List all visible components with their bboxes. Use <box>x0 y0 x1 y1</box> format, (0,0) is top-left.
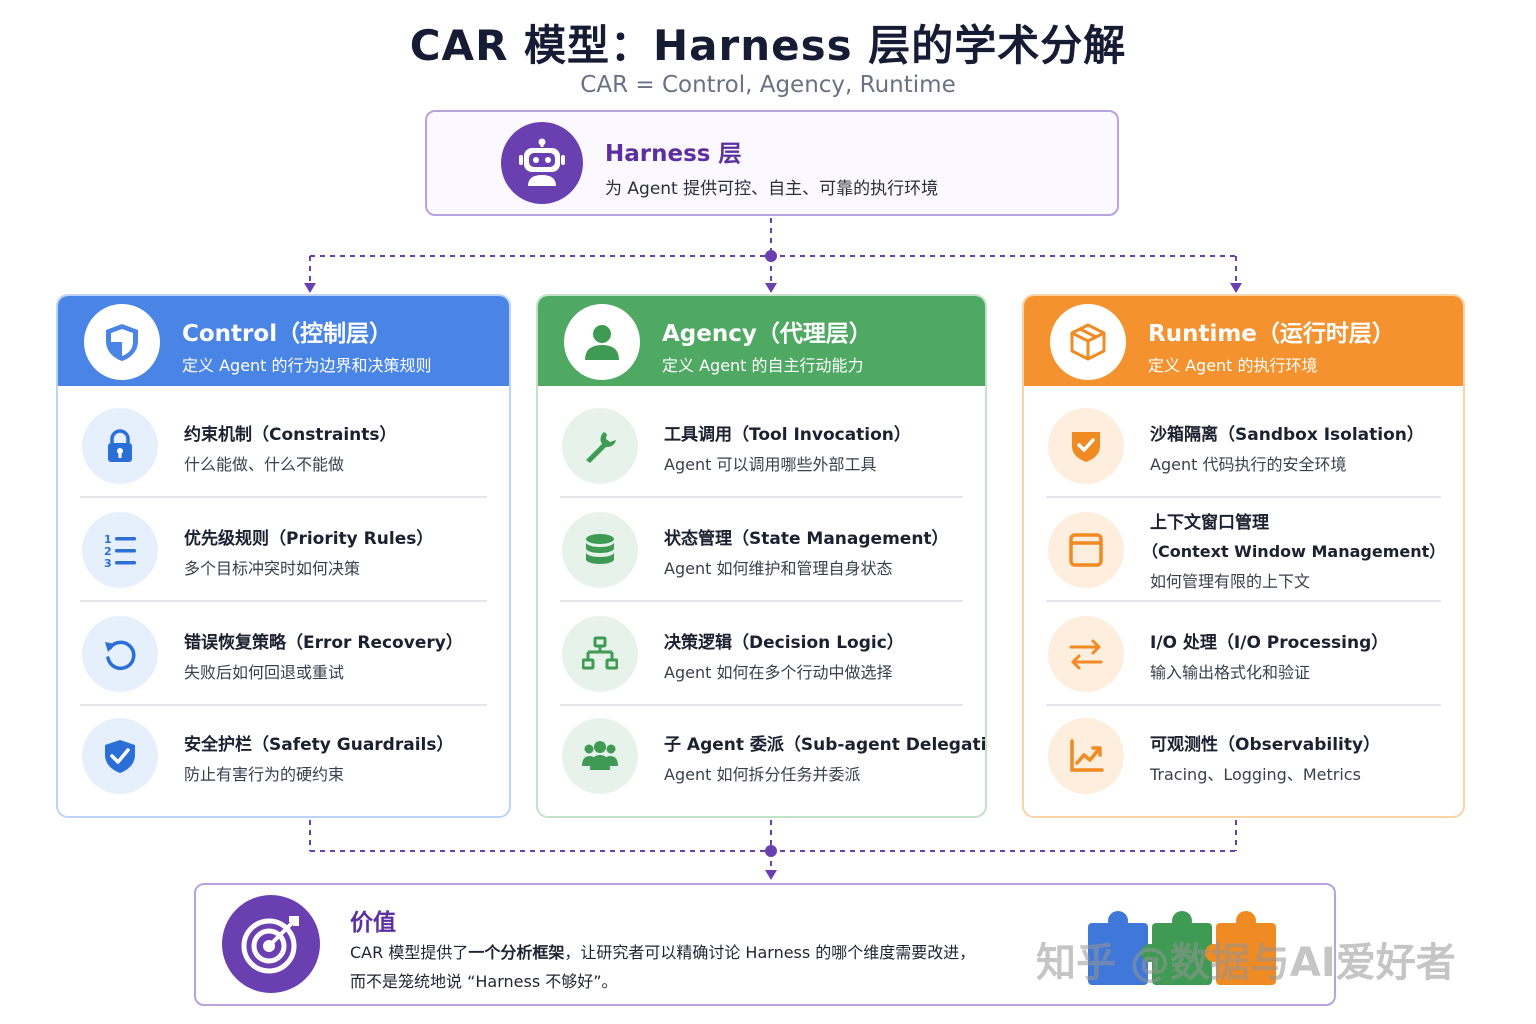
item-title: 优先级规则（Priority Rules） <box>184 529 434 549</box>
database-icon <box>562 512 638 588</box>
harness-layer-description: 为 Agent 提供可控、自主、可靠的执行环境 <box>605 179 939 199</box>
agency-layer-title: Agency（代理层） <box>662 321 872 347</box>
robot-icon <box>501 122 583 204</box>
chart-icon <box>1048 718 1124 794</box>
item-title: 沙箱隔离（Sandbox Isolation） <box>1150 425 1424 445</box>
value-text-line-2: 而不是笼统地说 “Harness 不够好”。 <box>350 972 618 991</box>
item-description: 防止有害行为的硬约束 <box>184 765 345 784</box>
agency-layer-header: Agency（代理层） 定义 Agent 的自主行动能力 <box>538 296 985 386</box>
list-item: 上下文窗口管理 （Context Window Management） 如何管理… <box>1046 498 1445 602</box>
item-title: 错误恢复策略（Error Recovery） <box>184 633 463 653</box>
list-item: 约束机制（Constraints） 什么能做、什么不能做 <box>80 394 487 498</box>
item-description: 输入输出格式化和验证 <box>1150 663 1311 682</box>
list-item: 1 2 3 优先级规则（Priority Rules） 多个目标冲突时如何决策 <box>80 498 487 602</box>
list-item: 沙箱隔离（Sandbox Isolation） Agent 代码执行的安全环境 <box>1046 394 1441 498</box>
list-item: 错误恢复策略（Error Recovery） 失败后如何回退或重试 <box>80 602 487 706</box>
harness-layer-card: Harness 层 为 Agent 提供可控、自主、可靠的执行环境 <box>425 110 1119 216</box>
arrows-icon <box>1048 616 1124 692</box>
list-item: 可观测性（Observability） Tracing、Logging、Metr… <box>1046 706 1441 810</box>
control-layer-header: Control（控制层） 定义 Agent 的行为边界和决策规则 <box>58 296 509 386</box>
list-item: 工具调用（Tool Invocation） Agent 可以调用哪些外部工具 <box>560 394 963 498</box>
item-title: 子 Agent 委派（Sub-agent Delegation） <box>664 735 987 755</box>
watermark: 知乎 @数据与AI爱好者 <box>1036 940 1456 986</box>
lock-icon <box>82 408 158 484</box>
harness-layer-title: Harness 层 <box>605 141 742 167</box>
runtime-layer-column: Runtime（运行时层） 定义 Agent 的执行环境 沙箱隔离（Sandbo… <box>1022 294 1465 818</box>
item-description: Agent 可以调用哪些外部工具 <box>664 455 877 474</box>
item-title: 安全护栏（Safety Guardrails） <box>184 735 454 755</box>
item-title: 状态管理（State Management） <box>664 529 949 549</box>
item-title: I/O 处理（I/O Processing） <box>1150 633 1389 653</box>
window-icon <box>1048 512 1124 588</box>
list-item: 子 Agent 委派（Sub-agent Delegation） Agent 如… <box>560 706 985 810</box>
list-item: 决策逻辑（Decision Logic） Agent 如何在多个行动中做选择 <box>560 602 963 706</box>
user-icon <box>564 304 640 380</box>
item-title-continued: （Context Window Management） <box>1142 542 1446 561</box>
group-icon <box>562 718 638 794</box>
item-description: 如何管理有限的上下文 <box>1150 572 1311 591</box>
list-item: 状态管理（State Management） Agent 如何维护和管理自身状态 <box>560 498 963 602</box>
item-description: 什么能做、什么不能做 <box>184 455 345 474</box>
value-title: 价值 <box>350 910 396 936</box>
svg-text:3: 3 <box>104 557 112 568</box>
list-item: 安全护栏（Safety Guardrails） 防止有害行为的硬约束 <box>80 706 487 810</box>
runtime-layer-header: Runtime（运行时层） 定义 Agent 的执行环境 <box>1024 296 1463 386</box>
item-description: Agent 如何在多个行动中做选择 <box>664 663 893 682</box>
item-title: 上下文窗口管理 <box>1150 513 1269 533</box>
item-title: 约束机制（Constraints） <box>184 425 397 445</box>
agency-layer-subtitle: 定义 Agent 的自主行动能力 <box>662 356 864 375</box>
cube-icon <box>1050 304 1126 380</box>
shield-check-icon <box>1048 408 1124 484</box>
target-icon <box>222 895 320 993</box>
wrench-icon <box>562 408 638 484</box>
svg-text:1: 1 <box>104 533 112 546</box>
svg-text:2: 2 <box>104 545 112 558</box>
undo-icon <box>82 616 158 692</box>
numbered-list-icon: 1 2 3 <box>82 512 158 588</box>
item-description: Tracing、Logging、Metrics <box>1150 765 1361 784</box>
item-description: 多个目标冲突时如何决策 <box>184 559 361 578</box>
page-subtitle: CAR = Control, Agency, Runtime <box>580 72 956 98</box>
item-description: 失败后如何回退或重试 <box>184 663 345 682</box>
shield-icon <box>84 304 160 380</box>
item-title: 可观测性（Observability） <box>1150 735 1381 755</box>
item-title: 决策逻辑（Decision Logic） <box>664 633 904 653</box>
page-title: CAR 模型：Harness 层的学术分解 <box>409 21 1127 70</box>
runtime-layer-title: Runtime（运行时层） <box>1148 321 1395 347</box>
value-text-line-1: CAR 模型提供了一个分析框架，让研究者可以精确讨论 Harness 的哪个维度… <box>350 943 976 962</box>
puzzle-icon <box>1088 911 1276 985</box>
runtime-layer-subtitle: 定义 Agent 的执行环境 <box>1148 356 1318 375</box>
item-description: Agent 如何维护和管理自身状态 <box>664 559 893 578</box>
control-layer-subtitle: 定义 Agent 的行为边界和决策规则 <box>182 356 432 375</box>
item-description: Agent 如何拆分任务并委派 <box>664 765 861 784</box>
item-title: 工具调用（Tool Invocation） <box>664 425 911 445</box>
shield-check-icon <box>82 718 158 794</box>
control-layer-title: Control（控制层） <box>182 321 393 347</box>
control-layer-column: Control（控制层） 定义 Agent 的行为边界和决策规则 约束机制（Co… <box>56 294 511 818</box>
item-description: Agent 代码执行的安全环境 <box>1150 455 1347 474</box>
agency-layer-column: Agency（代理层） 定义 Agent 的自主行动能力 工具调用（Tool I… <box>536 294 987 818</box>
list-item: I/O 处理（I/O Processing） 输入输出格式化和验证 <box>1046 602 1441 706</box>
value-card: 价值 CAR 模型提供了一个分析框架，让研究者可以精确讨论 Harness 的哪… <box>194 883 1336 1006</box>
hierarchy-icon <box>562 616 638 692</box>
